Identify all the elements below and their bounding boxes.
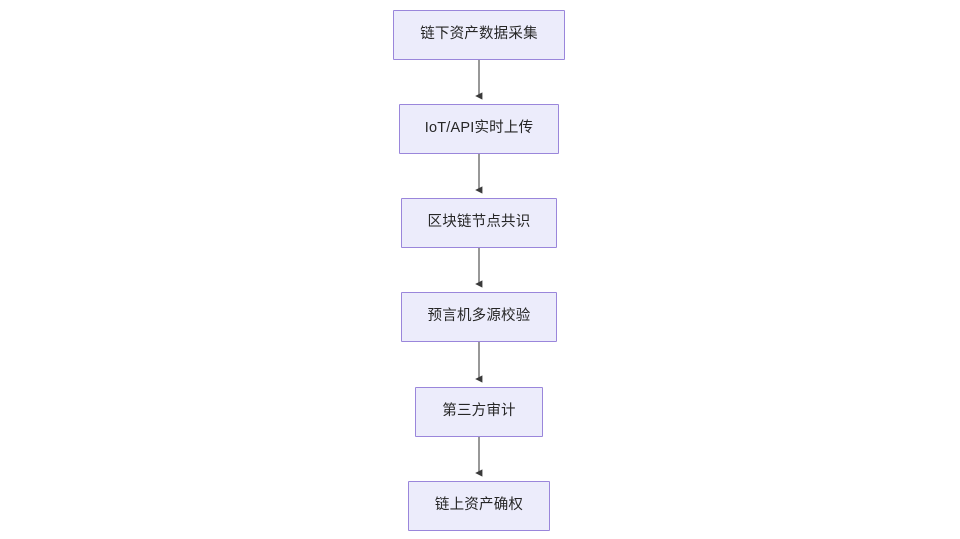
flowchart-node-onchain-asset-confirmation[interactable]: 链上资产确权 — [408, 481, 550, 531]
flowchart-node-offchain-data-collection[interactable]: 链下资产数据采集 — [393, 10, 565, 60]
flowchart-node-label: 链上资产确权 — [434, 497, 524, 514]
flowchart-node-label: 第三方审计 — [442, 403, 516, 420]
flowchart-node-label: 预言机多源校验 — [427, 308, 531, 325]
flowchart-node-label: IoT/API实时上传 — [424, 120, 534, 137]
flowchart-node-third-party-audit[interactable]: 第三方审计 — [415, 387, 543, 437]
flowchart-node-label: 区块链节点共识 — [427, 214, 531, 231]
flowchart-node-label: 链下资产数据采集 — [420, 26, 538, 43]
flowchart-node-iot-api-realtime-upload[interactable]: IoT/API实时上传 — [399, 104, 559, 154]
flowchart-node-oracle-multisource-verification[interactable]: 预言机多源校验 — [401, 292, 557, 342]
flowchart-node-blockchain-node-consensus[interactable]: 区块链节点共识 — [401, 198, 557, 248]
